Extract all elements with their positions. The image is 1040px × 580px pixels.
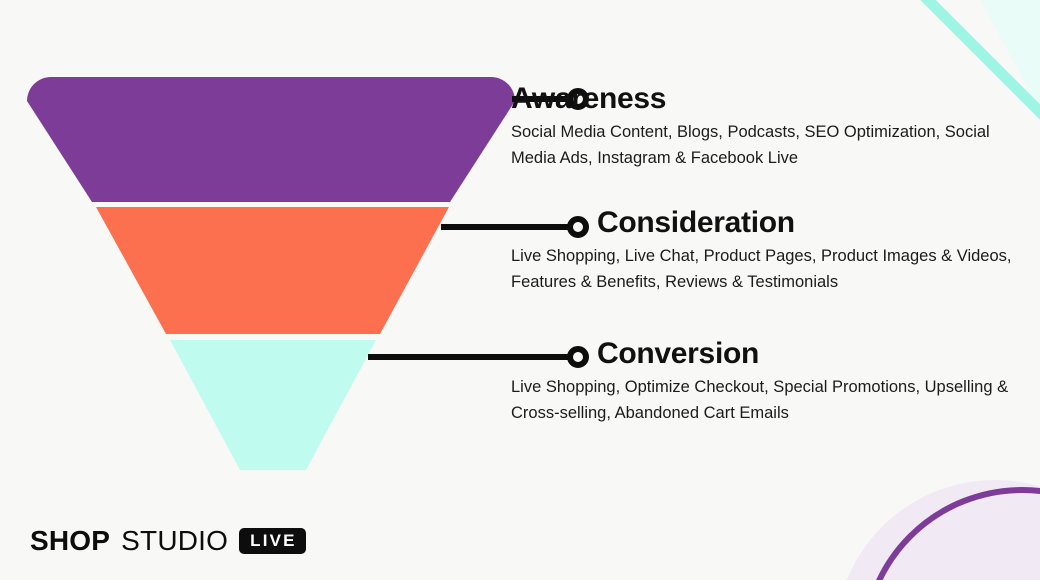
logo-word-shop: SHOP: [30, 525, 111, 556]
connector-marker-consideration: [567, 216, 589, 238]
funnel-segment-awareness[interactable]: [27, 77, 515, 202]
funnel-segment-conversion[interactable]: [170, 340, 376, 470]
stage-title-awareness: Awareness: [511, 82, 667, 115]
funnel-segment-consideration[interactable]: [96, 207, 449, 334]
stage-title-conversion: Conversion: [597, 337, 760, 370]
connector-awareness: [512, 88, 589, 110]
stage-title-consideration: Consideration: [597, 206, 795, 239]
connector-marker-conversion: [567, 346, 589, 368]
connector-consideration: [441, 216, 589, 238]
connector-marker-awareness: [567, 88, 589, 110]
connector-conversion: [368, 346, 589, 368]
logo-live-badge: LIVE: [239, 528, 306, 554]
stage-description-conversion: Live Shopping, Optimize Checkout, Specia…: [511, 377, 1009, 422]
brand-logo: SHOP STUDIO LIVE: [30, 527, 306, 555]
stage-block-consideration: Consideration Live Shopping, Live Chat, …: [511, 206, 1037, 295]
stage-block-awareness: Awareness Social Media Content, Blogs, P…: [511, 83, 1031, 171]
stage-description-awareness: Social Media Content, Blogs, Podcasts, S…: [511, 122, 990, 167]
stage-description-consideration: Live Shopping, Live Chat, Product Pages,…: [511, 246, 1012, 291]
logo-word-studio: STUDIO: [121, 525, 229, 556]
stage-block-conversion: Conversion Live Shopping, Optimize Check…: [511, 337, 1037, 426]
